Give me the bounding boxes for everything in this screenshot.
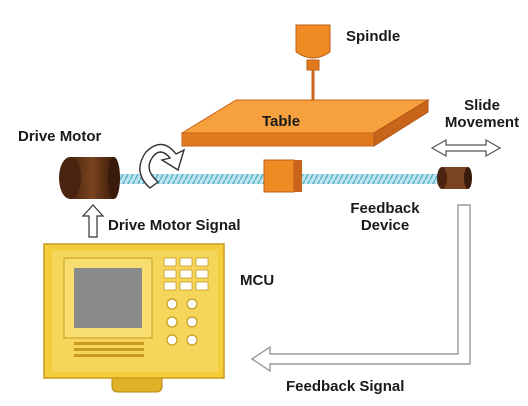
spindle-label: Spindle bbox=[346, 28, 401, 45]
slide-movement-label-line2: Movement bbox=[444, 114, 520, 131]
table-label: Table bbox=[262, 113, 301, 130]
mcu-keypad bbox=[163, 257, 209, 291]
drive-motor bbox=[59, 157, 120, 199]
mcu-label: MCU bbox=[240, 272, 275, 289]
table-support bbox=[263, 159, 302, 193]
mcu-unit bbox=[43, 243, 225, 393]
table bbox=[180, 99, 430, 147]
feedback-signal-arrow-icon bbox=[250, 204, 471, 373]
mcu-knobs bbox=[166, 298, 198, 346]
slide-movement-label-line1: Slide bbox=[464, 97, 500, 114]
drive-motor-signal-arrow-icon bbox=[81, 204, 105, 238]
slide-movement-label: Slide Movement bbox=[437, 97, 527, 131]
spindle bbox=[295, 24, 331, 100]
feedback-device-label-line1: Feedback bbox=[350, 200, 420, 217]
drive-motor-label: Drive Motor bbox=[18, 128, 102, 145]
feedback-device bbox=[437, 167, 472, 189]
feedback-device-label-line2: Device bbox=[360, 217, 410, 234]
slide-movement-arrow-icon bbox=[430, 138, 502, 158]
drive-motor-signal-label: Drive Motor Signal bbox=[108, 217, 241, 234]
rotation-arrow-icon bbox=[139, 143, 186, 189]
feedback-signal-label: Feedback Signal bbox=[286, 378, 405, 395]
mcu-vents bbox=[74, 342, 144, 357]
feedback-device-label: Feedback Device bbox=[342, 200, 428, 234]
